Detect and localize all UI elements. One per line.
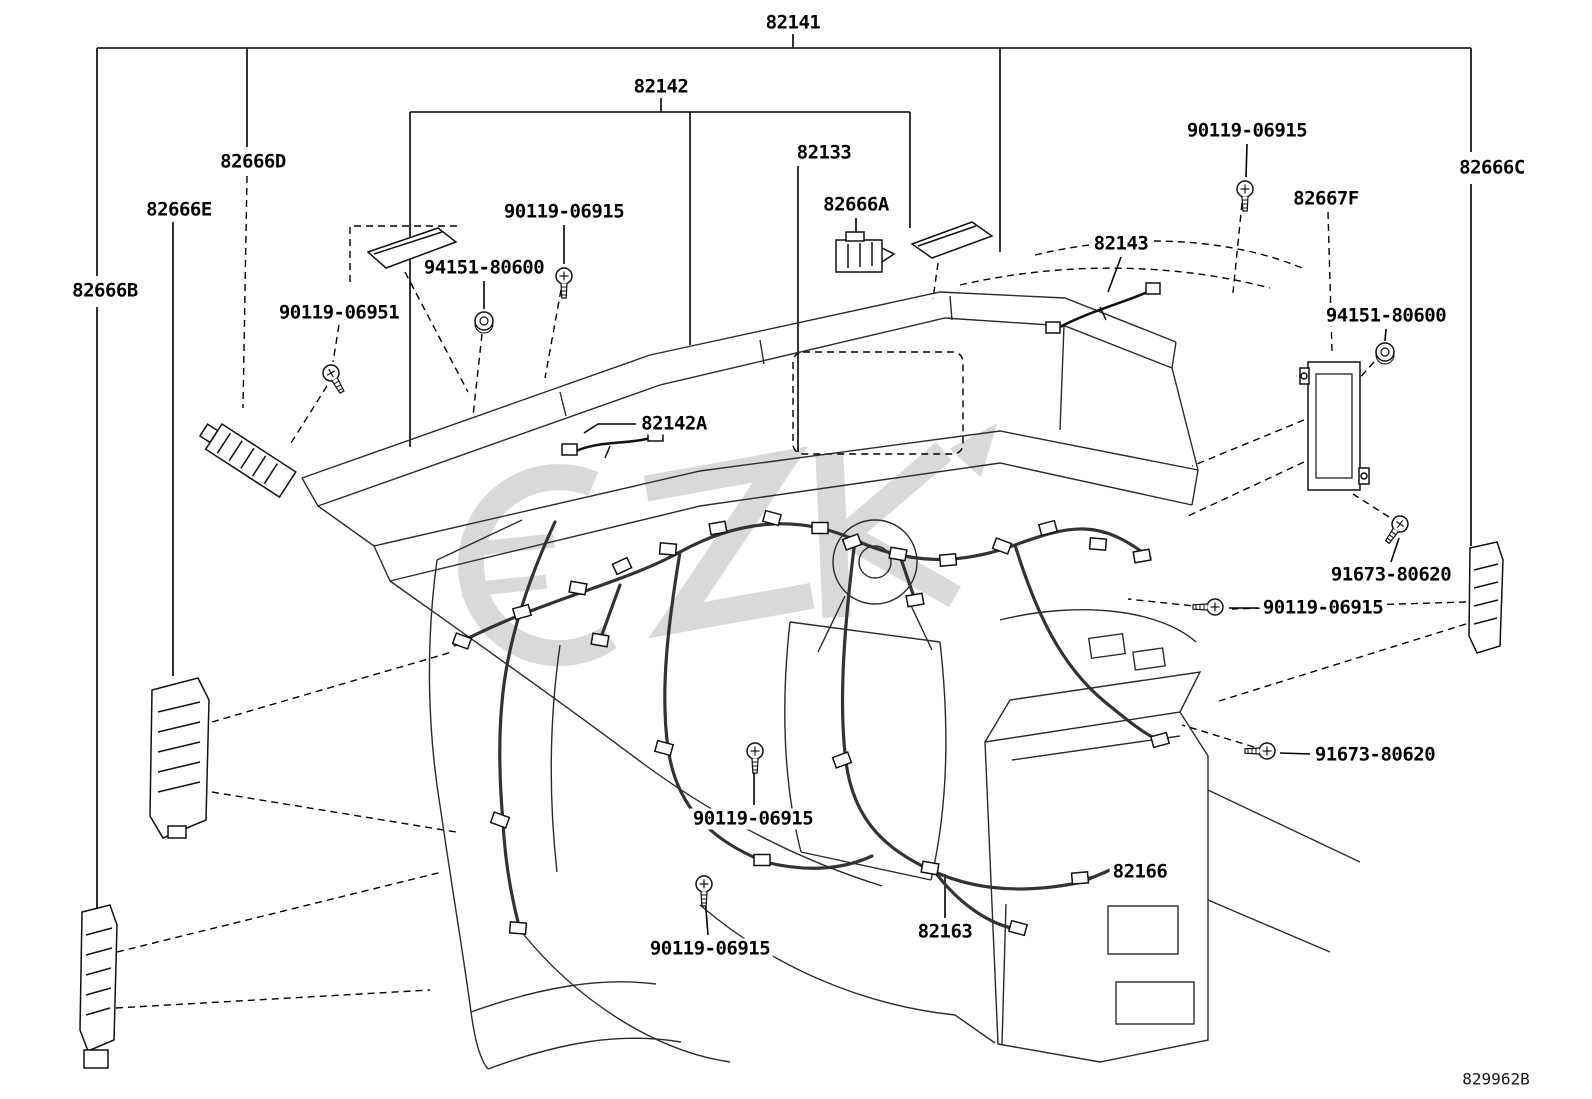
part-82666D-bracket [198, 422, 297, 499]
connector-blocks [451, 509, 1171, 937]
bracket-lines-82141 [96, 34, 1472, 930]
part-label-90119-06915-top-left: 90119-06915 [500, 201, 628, 223]
screw-icon [1192, 598, 1224, 616]
part-label-82666A: 82666A [820, 194, 892, 216]
screw-icon [746, 742, 764, 774]
part-label-82142A: 82142A [638, 413, 710, 435]
dash-panel-outline [301, 291, 1361, 1070]
part-label-90119-06951: 90119-06951 [275, 302, 403, 324]
part-label-91673-80620-upper: 91673-80620 [1327, 564, 1455, 586]
part-82666B-bracket [79, 904, 118, 1069]
part-label-90119-06915-top-right: 90119-06915 [1183, 120, 1311, 142]
part-82143-wire [1045, 282, 1161, 334]
part-label-82163: 82163 [914, 921, 976, 943]
screw-icon [1236, 180, 1254, 212]
grommet-icon [1375, 342, 1395, 365]
part-label-82666C: 82666C [1456, 157, 1528, 179]
grommet-icon [474, 311, 494, 334]
part-label-82141: 82141 [762, 12, 824, 34]
part-label-90119-06915-center: 90119-06915 [689, 808, 817, 830]
part-label-82166: 82166 [1109, 861, 1171, 883]
dashed-guide-lines [115, 175, 1467, 1009]
screw-icon [695, 875, 713, 907]
part-82666C-bracket [1468, 541, 1504, 654]
part-82666A-connector [835, 231, 896, 273]
part-label-82666D: 82666D [217, 151, 289, 173]
part-label-82133: 82133 [793, 142, 855, 164]
part-label-82667F: 82667F [1290, 188, 1362, 210]
part-82666E-bracket [149, 677, 210, 839]
part-label-82142: 82142 [630, 76, 692, 98]
screw-icon [1380, 512, 1412, 548]
wiring-harness [453, 520, 1164, 932]
part-82667F-bracket [1299, 361, 1370, 491]
bracket-lines-82142 [409, 98, 911, 447]
leader-lines [172, 143, 1400, 936]
part-82142A-wire [561, 429, 664, 459]
part-label-82143: 82143 [1090, 233, 1152, 255]
part-label-90119-06915-bottom: 90119-06915 [646, 938, 774, 960]
part-label-94151-80600-right: 94151-80600 [1322, 305, 1450, 327]
diagram-code: 829962B [1462, 1069, 1530, 1089]
part-label-82666E: 82666E [143, 199, 215, 221]
part-label-82666B: 82666B [69, 280, 141, 302]
screw-icon [555, 267, 573, 299]
part-junction-plates [366, 221, 994, 269]
watermark-logo [458, 423, 998, 667]
part-label-94151-80600-left: 94151-80600 [420, 257, 548, 279]
part-label-91673-80620-lower: 91673-80620 [1311, 744, 1439, 766]
part-label-90119-06915-right-mid: 90119-06915 [1259, 597, 1387, 619]
